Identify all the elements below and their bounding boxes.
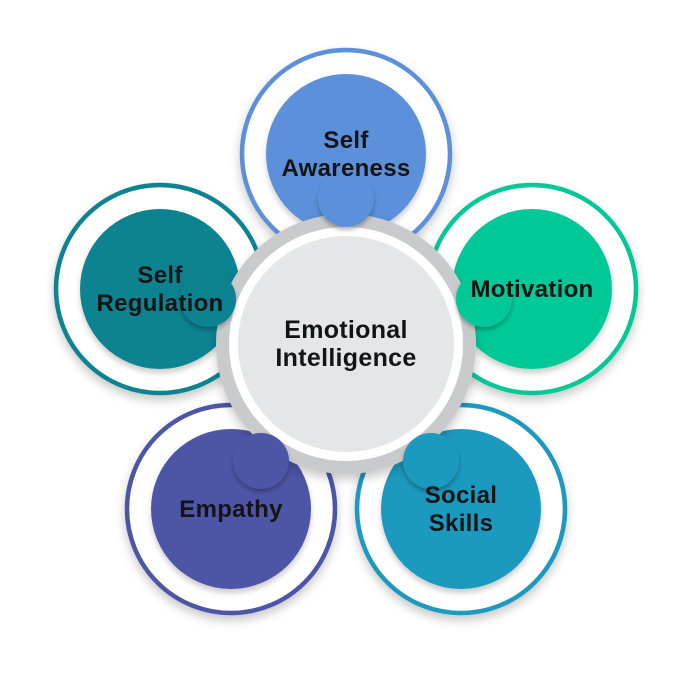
self-regulation-circle: [80, 209, 240, 369]
self-regulation-label-line1: Self: [137, 262, 183, 289]
motivation-circle: [452, 209, 612, 369]
hub-label-line1: Emotional: [284, 316, 408, 344]
motivation-label: Motivation: [471, 276, 594, 303]
empathy-connector: [233, 433, 289, 489]
social-skills-label-line1: Social: [425, 482, 498, 509]
self-awareness-label-line1: Self: [323, 127, 369, 154]
social-skills-label-line2: Skills: [429, 510, 494, 537]
self-awareness-connector: [318, 171, 374, 227]
self-awareness-circle: [266, 74, 426, 234]
hub-label-line2: Intelligence: [275, 344, 416, 372]
self-regulation-label-line2: Regulation: [97, 290, 224, 317]
social-skills-connector: [403, 433, 459, 489]
self-regulation-connector: [180, 271, 236, 327]
hub-core: [238, 236, 454, 452]
empathy-label: Empathy: [179, 496, 283, 523]
motivation-connector: [456, 271, 512, 327]
self-awareness-label-line2: Awareness: [281, 155, 410, 182]
